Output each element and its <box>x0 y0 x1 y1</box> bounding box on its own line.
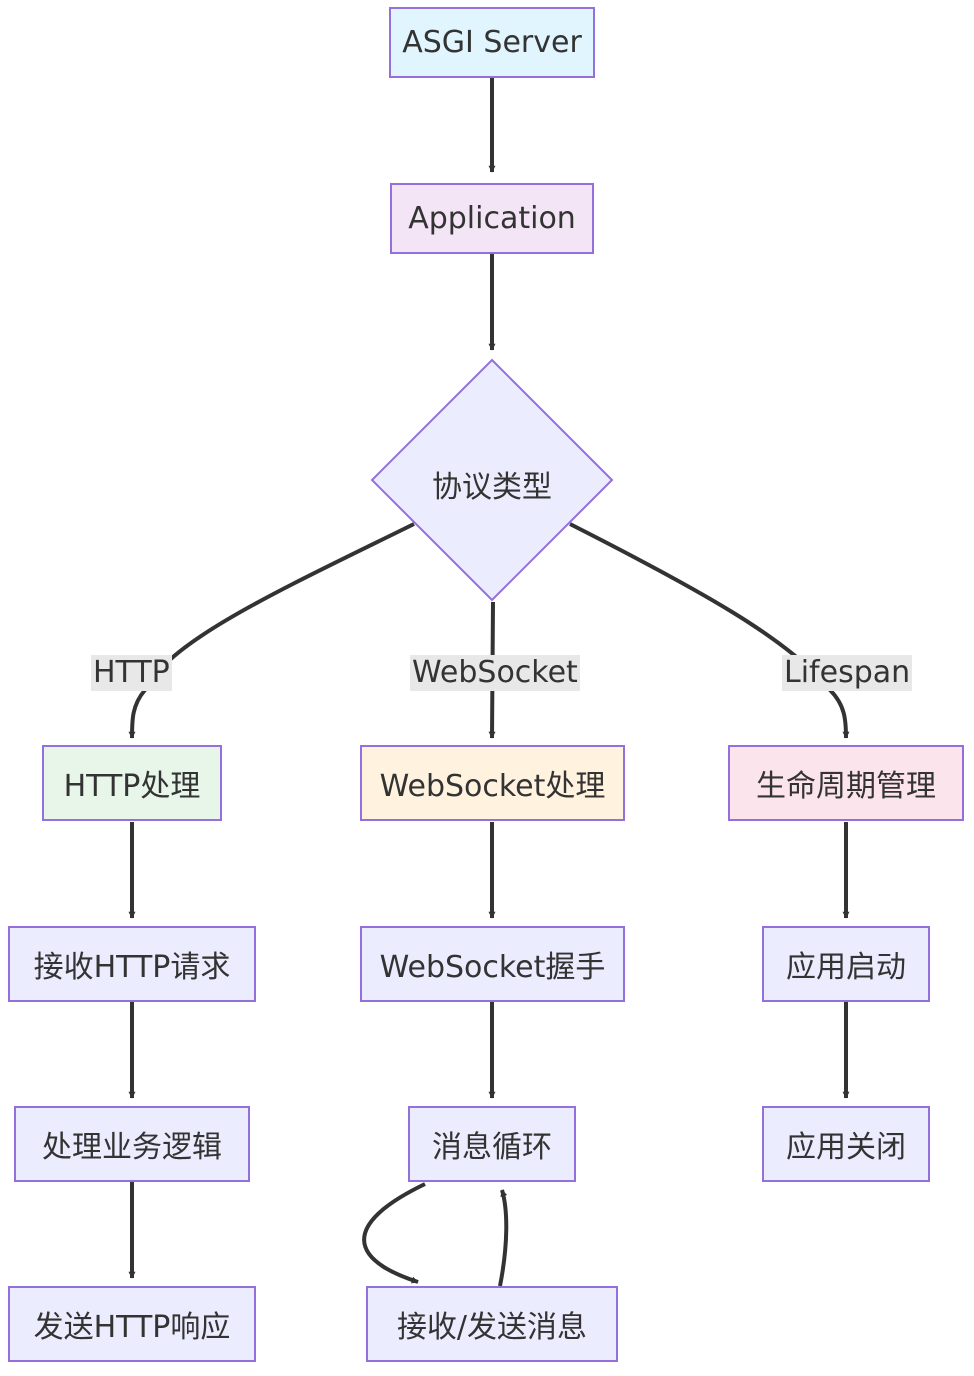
node-http-handle: HTTP处理 <box>42 745 222 821</box>
node-asgi-server: ASGI Server <box>389 7 595 78</box>
node-message-loop: 消息循环 <box>408 1106 576 1182</box>
node-protocol-type-label: 协议类型 <box>432 470 552 505</box>
edge-loop-to-recvsend <box>362 1182 426 1284</box>
node-application: Application <box>390 183 594 254</box>
node-lifespan-manage: 生命周期管理 <box>728 745 964 821</box>
node-business-logic: 处理业务逻辑 <box>14 1106 250 1182</box>
node-app-startup: 应用启动 <box>762 926 930 1002</box>
node-receive-send-message: 接收/发送消息 <box>366 1286 618 1362</box>
edge-protocol-to-http <box>128 522 415 739</box>
node-receive-http-request: 接收HTTP请求 <box>8 926 256 1002</box>
node-send-http-response: 发送HTTP响应 <box>8 1286 256 1362</box>
edge-label-http: HTTP <box>91 655 172 691</box>
edge-protocol-to-lifespan <box>569 522 850 739</box>
protocol-type-diamond <box>370 358 614 602</box>
edge-recvsend-to-loop <box>498 1189 509 1287</box>
edge-label-lifespan: Lifespan <box>782 655 913 691</box>
node-websocket-handle: WebSocket处理 <box>360 745 625 821</box>
node-websocket-handshake: WebSocket握手 <box>360 926 625 1002</box>
node-app-shutdown: 应用关闭 <box>762 1106 930 1182</box>
edge-label-websocket: WebSocket <box>410 655 580 691</box>
